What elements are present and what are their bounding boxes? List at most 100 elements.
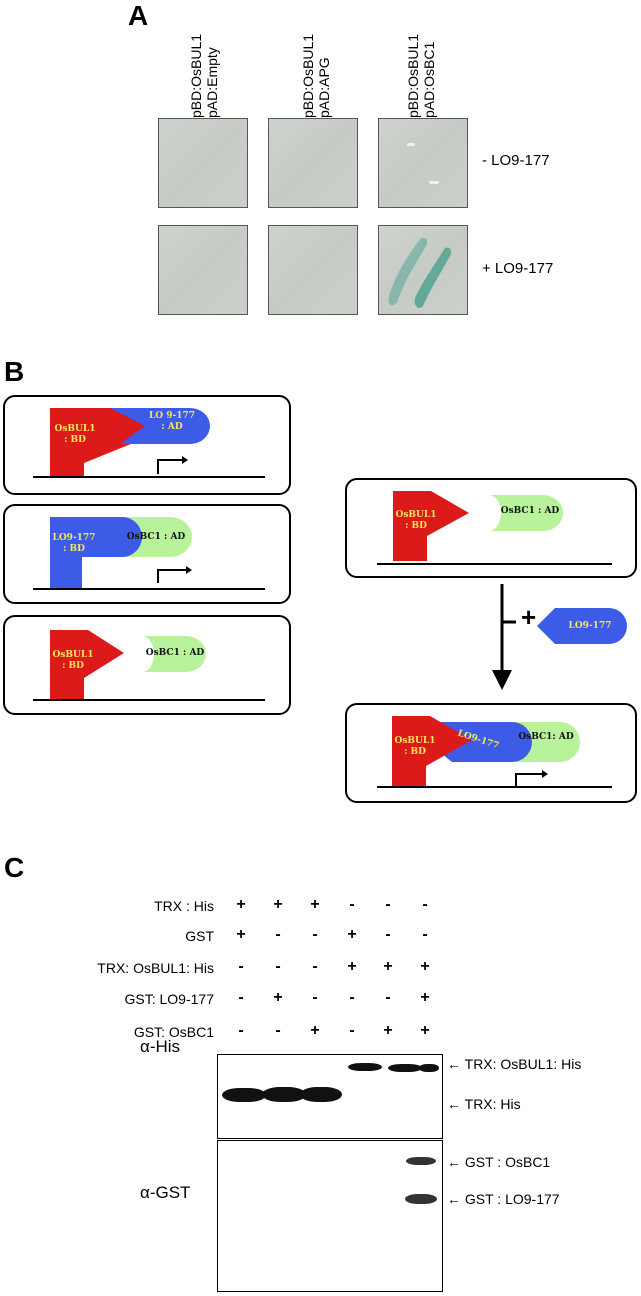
- osbc1-ad-label-3: OsBC1 : AD: [145, 648, 205, 658]
- sign-row1-lane1: +: [236, 896, 246, 913]
- sign-row5-lane5: +: [383, 1022, 393, 1039]
- arrow-left-icon: ←: [447, 1096, 461, 1112]
- sign-row3-lane3: -: [312, 958, 318, 975]
- column-label-1-line1: pBD:OsBUL1: [188, 33, 204, 118]
- condition-plus-label: + LO9-177: [482, 260, 554, 277]
- column-label-2: pBD:OsBUL1 pAD:APG: [300, 8, 332, 118]
- sign-row2-lane2: -: [275, 926, 281, 943]
- sign-row2-lane5: -: [385, 926, 391, 943]
- antibody-gst-label: α-GST: [140, 1183, 191, 1202]
- his-lower-band-text: TRX: His: [464, 1096, 521, 1112]
- column-label-3-line1: pBD:OsBUL1: [405, 33, 421, 118]
- lo9-177-free-label: LO9-177: [568, 621, 612, 631]
- gst-upper-band-label: ← GST : OsBC1: [447, 1154, 550, 1170]
- band-trx-his-lane2: [262, 1087, 306, 1102]
- gst-lower-band-label: ← GST : LO9-177: [447, 1191, 560, 1207]
- band-trx-osbul1-his-lane4: [348, 1063, 382, 1071]
- dna-line-1: [33, 476, 265, 478]
- osbc1-ad-label-5: OsBC1: AD: [518, 732, 574, 742]
- sign-row1-lane4: -: [349, 896, 355, 913]
- osbul1-label-1-line2: : BD: [64, 435, 86, 445]
- sign-row5-lane2: -: [275, 1022, 281, 1039]
- plus-sign: +: [521, 602, 537, 632]
- sign-row4-lane6: +: [420, 989, 430, 1006]
- column-label-3: pBD:OsBUL1 pAD:OsBC1: [405, 8, 437, 118]
- gst-upper-band-text: GST : OsBC1: [464, 1154, 551, 1170]
- osbul1-bd-shape-4: [393, 491, 563, 561]
- osbc1-ad-label-4: OsBC1 : AD: [500, 506, 560, 516]
- osbul1-label-3-line1: OsBUL1: [52, 650, 94, 660]
- band-trx-osbul1-his-lane6: [419, 1064, 439, 1072]
- sign-row5-lane1: -: [238, 1022, 244, 1039]
- column-label-1-line2: pAD:Empty: [204, 47, 220, 118]
- osbul1-bd-shape-3: [50, 630, 206, 700]
- sign-row4-lane4: -: [349, 989, 355, 1006]
- panel-a-letter: A: [128, 0, 149, 31]
- sign-row4-lane2: +: [273, 989, 283, 1006]
- sign-row1-lane2: +: [273, 896, 283, 913]
- gst-lower-band-text: GST : LO9-177: [464, 1191, 560, 1207]
- osbul1-label-4-line1: OsBUL1: [395, 510, 437, 520]
- antibody-his-label: α-His: [140, 1037, 181, 1056]
- osbul1-label-4-line2: : BD: [405, 521, 427, 531]
- column-label-2-line1: pBD:OsBUL1: [300, 33, 316, 118]
- row-label-1: TRX : His: [154, 898, 214, 914]
- column-label-1: pBD:OsBUL1 pAD:Empty: [188, 8, 220, 118]
- sign-row1-lane5: -: [385, 896, 391, 913]
- row-label-5: GST: OsBC1: [133, 1024, 214, 1040]
- sign-row2-lane4: +: [347, 926, 357, 943]
- yeast-plate-osbc1-minus: [378, 118, 468, 208]
- sign-row3-lane2: -: [275, 958, 281, 975]
- sign-row1-lane6: -: [422, 896, 428, 913]
- yeast-plate-apg-minus: [268, 118, 358, 208]
- sign-row3-lane6: +: [420, 958, 430, 975]
- sign-row3-lane4: +: [347, 958, 357, 975]
- band-gst-osbc1-lane6: [406, 1157, 436, 1165]
- band-trx-osbul1-his-lane5: [388, 1064, 422, 1072]
- row-label-3: TRX: OsBUL1: His: [97, 960, 214, 976]
- sign-row4-lane3: -: [312, 989, 318, 1006]
- sign-row4-lane1: -: [238, 989, 244, 1006]
- osbul1-label-1-line1: OsBUL1: [54, 424, 96, 434]
- panel-c-letter: C: [4, 852, 25, 883]
- down-arrow-icon: [492, 584, 516, 690]
- osbul1-label-1: OsBUL1 : BD: [50, 424, 100, 446]
- band-gst-lo9-177-lane6: [405, 1194, 437, 1204]
- yeast-plate-empty-plus: [158, 225, 248, 315]
- his-lower-band-label: ← TRX: His: [447, 1096, 521, 1112]
- sign-row5-lane4: -: [349, 1022, 355, 1039]
- sign-row5-lane3: +: [310, 1022, 320, 1039]
- osbul1-label-5: OsBUL1 : BD: [391, 736, 439, 758]
- lo9-177-bd-label-line1: LO9-177: [52, 533, 96, 543]
- arrow-left-icon: ←: [447, 1056, 461, 1072]
- lo9-177-ad-label-1: LO 9-177 : AD: [142, 411, 202, 433]
- arrow-left-icon: ←: [447, 1191, 461, 1207]
- osbul1-label-5-line1: OsBUL1: [394, 736, 436, 746]
- sign-row1-lane3: +: [310, 896, 320, 913]
- band-trx-his-lane3: [300, 1087, 342, 1102]
- sign-row2-lane3: -: [312, 926, 318, 943]
- lo9-177-free-shape: [537, 608, 627, 644]
- his-upper-band-text: TRX: OsBUL1: His: [464, 1056, 582, 1072]
- osbul1-label-3: OsBUL1 : BD: [50, 650, 96, 672]
- row-label-4: GST: LO9-177: [124, 991, 215, 1007]
- yeast-plate-empty-minus: [158, 118, 248, 208]
- blue-staining-icon: [388, 237, 452, 309]
- yeast-plate-apg-plus: [268, 225, 358, 315]
- dna-line-5: [377, 786, 612, 788]
- dna-line-3: [33, 699, 265, 701]
- sign-row2-lane1: +: [236, 926, 246, 943]
- his-upper-band-label: ← TRX: OsBUL1: His: [447, 1056, 581, 1072]
- osbul1-label-3-line2: : BD: [62, 661, 84, 671]
- lo9-177-bd-label-line2: : BD: [63, 544, 85, 554]
- gst-blot-panel: [217, 1140, 443, 1292]
- band-trx-his-lane1: [222, 1088, 266, 1102]
- osbul1-bd-shape-1: [50, 408, 210, 478]
- sign-row5-lane6: +: [420, 1022, 430, 1039]
- his-blot-panel: [217, 1054, 443, 1139]
- lo9-177-bd-shape: [50, 517, 192, 589]
- sign-row3-lane5: +: [383, 958, 393, 975]
- column-label-3-line2: pAD:OsBC1: [421, 41, 437, 118]
- complex-shape: [392, 716, 580, 788]
- lo9-177-ad-label-1-line2: : AD: [161, 422, 183, 432]
